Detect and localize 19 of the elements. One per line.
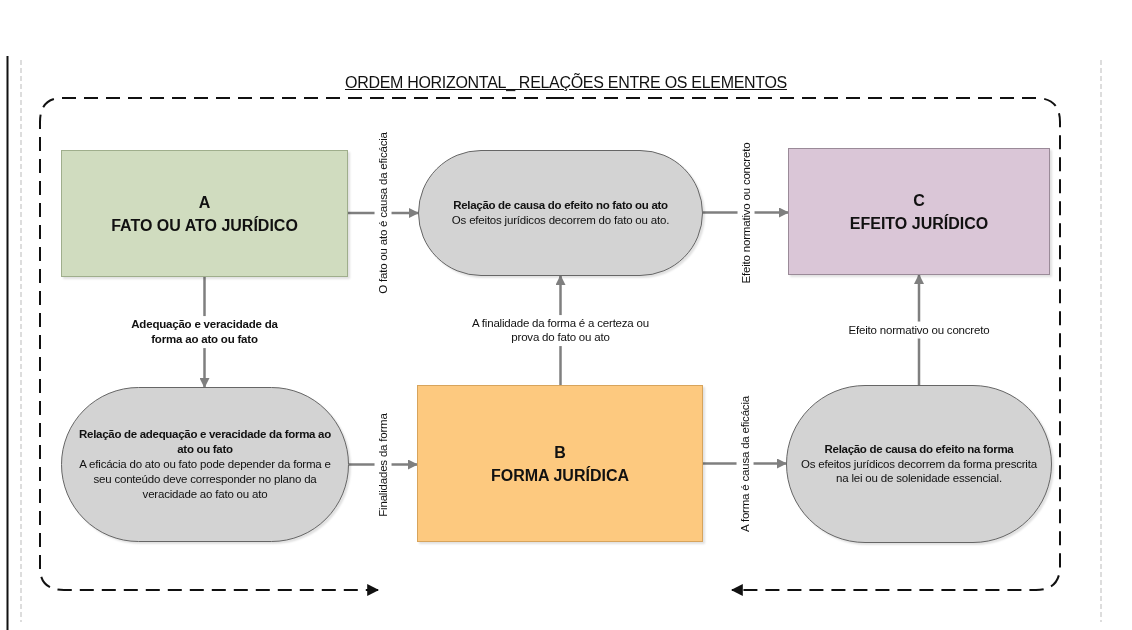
node-title: FORMA JURÍDICA bbox=[490, 465, 630, 486]
node-text: Os efeitos jurídicos decorrem da forma prescrita na lei ou de solenidade essencial. bbox=[800, 456, 1038, 487]
node-heading: Relação de causa do efeito na forma bbox=[824, 441, 1014, 457]
edge-label: A forma é causa da eficácia bbox=[736, 393, 753, 534]
process-box bbox=[61, 150, 348, 277]
edge-label: Efeito normativo ou concreto bbox=[737, 140, 754, 285]
node-heading: Relação de causa do efeito no fato ou ato bbox=[453, 198, 668, 213]
process-box bbox=[788, 148, 1050, 275]
edge-label: Finalidades da forma bbox=[374, 410, 392, 519]
node-title: FATO OU ATO JURÍDICO bbox=[111, 215, 298, 236]
node-text: Os efeitos jurídicos decorrem do fato ou ato. bbox=[451, 213, 670, 228]
node-text: A eficácia do ato ou fato pode depender da forma e seu conteúdo deve corresponder no plano da veracidade ao fato ou ato bbox=[78, 457, 332, 502]
node-letter: C bbox=[913, 191, 925, 212]
edge-label: O fato ou ato é causa da eficácia bbox=[374, 130, 392, 296]
process-box bbox=[417, 385, 703, 542]
node-letter: B bbox=[554, 443, 566, 464]
node-heading: Relação de adequação e veracidade da forma ao ato ou fato bbox=[78, 427, 332, 458]
node-title: EFEITO JURÍDICO bbox=[849, 213, 989, 234]
node-letter: A bbox=[198, 193, 211, 214]
